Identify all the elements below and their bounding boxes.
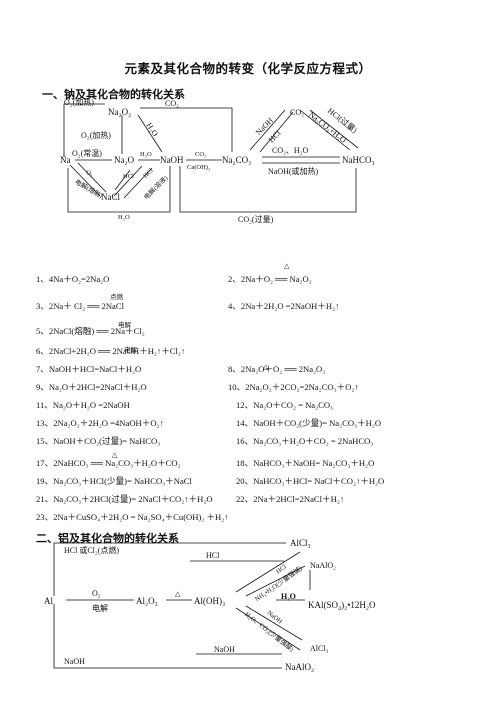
label-o2-heat-mid: O₂(加热) [81, 131, 111, 140]
equation-16: 16、Na₂CO₃＋H₂O＋CO₂ = 2NaHCO₃ [236, 436, 374, 446]
label-o2-room: O₂(常温) [72, 149, 102, 158]
equation-12: 12、Na₂O＋CO₂ = Na₂CO₃ [236, 400, 334, 410]
node-na2o: Na₂O [114, 155, 135, 165]
node-alcl3-bottom: AlCl₃ [310, 644, 329, 653]
section-2-heading: 二、铝及其化合物的转化关系 [36, 532, 179, 545]
equation-10: 10、2Na₂O₂＋2CO₂=2Na₂CO₃＋O₂↑ [228, 382, 359, 392]
equation-1: 1、4Na＋O₂=2Na₂O [36, 274, 110, 284]
label-o2: O₂ [92, 589, 101, 598]
node-nahco3: NaHCO₃ [342, 155, 375, 165]
equation-19: 19、Na₂CO₃＋HCl(少量)= NaHCO₃＋NaCl [36, 476, 192, 486]
equation-13: 13、2Na₂O₂＋2H₂O =4NaOH＋O₂↑ [36, 418, 164, 428]
label-co2-h2o: CO₂、H₂O [272, 146, 309, 155]
cond-triangle-17: △ [112, 451, 118, 459]
label-hcl-low: HCl [123, 173, 134, 180]
label-caoh2: Ca(OH)₂ [187, 164, 211, 171]
label-o2-heat-top: O₂(加热) [64, 98, 94, 107]
label-h2o-mid: H₂O [140, 151, 152, 158]
label-h2o-bottom: H₂O [118, 214, 130, 221]
label-co2-diag: CO₂ [290, 108, 304, 117]
node-kal: KAl(SO₄)₂•12H₂O [308, 600, 376, 610]
cond-triangle-2: △ [284, 262, 290, 270]
equation-18: 18、NaHCO₃＋NaOH= Na₂CO₃＋H₂O [236, 458, 375, 468]
label-co2-mid: CO₂ [195, 151, 207, 158]
node-alcl3-top: AlCl₃ [290, 538, 311, 548]
equation-5: 5、2NaCl(熔融) ══ 2Na＋Cl₂ [36, 326, 145, 336]
label-h2o: H₂O [281, 592, 296, 601]
label-naoh-heat: NaOH(或加热) [268, 167, 319, 176]
equation-7: 7、NaOH＋HCl=NaCl＋H₂O [36, 364, 142, 374]
cond-ignite-3: 点燃 [110, 294, 123, 301]
page-title: 元素及其化合物的转变（化学反应方程式） [124, 61, 372, 76]
equation-17: 17、2NaHCO₃ ══ Na₂CO₃＋H₂O＋CO₂ [36, 458, 181, 468]
equation-3: 3、2Na＋ Cl₂ ══ 2NaCl [36, 301, 124, 311]
node-nacl: NaCl [101, 192, 120, 202]
equation-6: 6、2NaCl+2H₂O ══ 2NaOH＋H₂↑＋Cl₂↑ [36, 346, 186, 356]
equation-20: 20、NaHCO₃＋HCl= NaCl＋CO₂↑＋H₂O [236, 476, 385, 486]
cond-electro-5: 电解 [118, 322, 131, 329]
label-hcl-top: HCl [206, 551, 220, 560]
equation-8: 8、2Na₂O＋O₂ ══ 2Na₂O₂ [228, 364, 326, 374]
equation-9: 9、Na₂O＋2HCl=2NaCl＋H₂O [36, 382, 147, 392]
label-co2-top: CO₂ [165, 99, 179, 108]
equation-4: 4、2Na＋2H₂O =2NaOH＋H₂↑ [228, 301, 340, 311]
node-naalo2-top: NaAlO₂ [310, 561, 336, 570]
label-triangle: △ [175, 590, 181, 598]
equation-2: 2、2Na＋O₂ ══ Na₂O₂ [228, 274, 312, 284]
equation-15: 15、NaOH＋CO₂(过量)= NaHCO₃ [36, 436, 161, 446]
equation-14: 14、NaOH＋CO₂(少量)= Na₂CO₃＋H₂O [236, 418, 382, 428]
label-elec: 电解 [92, 604, 108, 613]
label-naoh-mid: NaOH [214, 645, 235, 654]
node-na: Na [60, 155, 71, 165]
cond-electro-6: 电解 [124, 347, 137, 354]
node-naoh: NaOH [160, 155, 184, 165]
node-na2co3: Na₂CO₃ [222, 155, 252, 165]
section-1-heading: 一、钠及其化合物的转化关系 [42, 88, 185, 101]
label-co2-excess: CO₂(过量) [238, 215, 274, 224]
equation-11: 11、Na₂O＋H₂O =2NaOH [36, 400, 130, 410]
equation-21: 21、Na₂CO₃＋2HCl(过量)= 2NaCl＋CO₂↑＋H₂O [36, 494, 213, 504]
node-naalo2-bottom: NaAlO₂ [285, 662, 315, 672]
node-al: Al [44, 596, 53, 606]
equation-23: 23、2Na＋CuSO₄＋2H₂O = Na₂SO₄＋Cu(OH)₂ ＋H₂↑ [36, 512, 229, 522]
label-naoh-bottom: NaOH [64, 657, 85, 666]
node-al2o3: Al₂O₃ [136, 596, 158, 606]
node-aloh3: Al(OH)₃ [194, 596, 226, 606]
equation-22: 22、2Na＋2HCl=2NaCl＋H₂↑ [236, 494, 345, 504]
node-na2o2: Na₂O₂ [108, 107, 132, 117]
label-hcl-or-cl2: HCl 或Cl₂(点燃) [64, 546, 120, 555]
cond-triangle-8: △ [263, 363, 269, 371]
